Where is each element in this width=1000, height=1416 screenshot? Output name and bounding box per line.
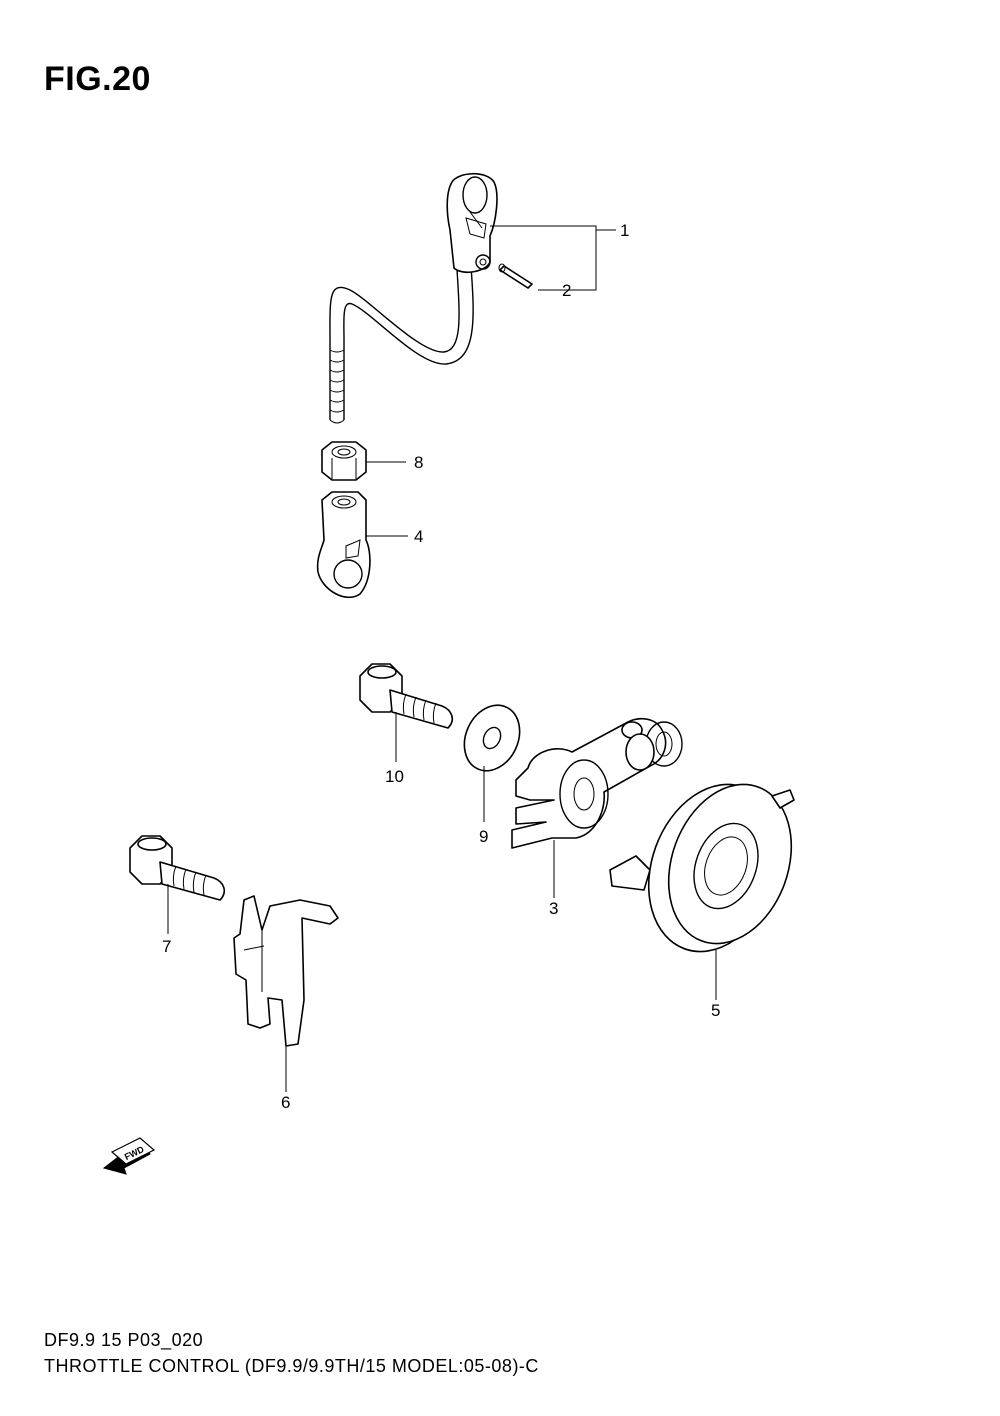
diagram-code: DF9.9 15 P03_020 (44, 1330, 204, 1350)
callout-4: 4 (414, 527, 423, 546)
part-8-nut[interactable] (321, 441, 367, 481)
fwd-arrow-icon: FWD (102, 1137, 156, 1175)
part-2-pin[interactable] (498, 263, 533, 289)
callout-2: 2 (562, 281, 571, 300)
figure-title: FIG.20 (44, 60, 151, 98)
callout-6: 6 (281, 1093, 290, 1112)
callout-3: 3 (549, 899, 558, 918)
part-6-bracket[interactable] (233, 895, 339, 1047)
callout-1: 1 (620, 221, 629, 240)
callout-10: 10 (385, 767, 404, 786)
leader-lines (167, 225, 717, 1092)
part-5-pulley[interactable] (609, 766, 813, 970)
diagram-description: THROTTLE CONTROL (DF9.9/9.9TH/15 MODEL:0… (44, 1356, 539, 1376)
callout-7: 7 (162, 937, 171, 956)
part-1-throttle-rod[interactable] (329, 172, 498, 424)
callout-9: 9 (479, 827, 488, 846)
part-7-bolt[interactable] (129, 835, 226, 901)
part-9-washer[interactable] (454, 696, 530, 780)
part-3-throttle-lever[interactable] (511, 717, 683, 849)
part-4-rod-joint[interactable] (316, 491, 371, 599)
callout-5: 5 (711, 1001, 720, 1020)
part-10-bolt[interactable] (359, 663, 454, 729)
callout-8: 8 (414, 453, 423, 472)
